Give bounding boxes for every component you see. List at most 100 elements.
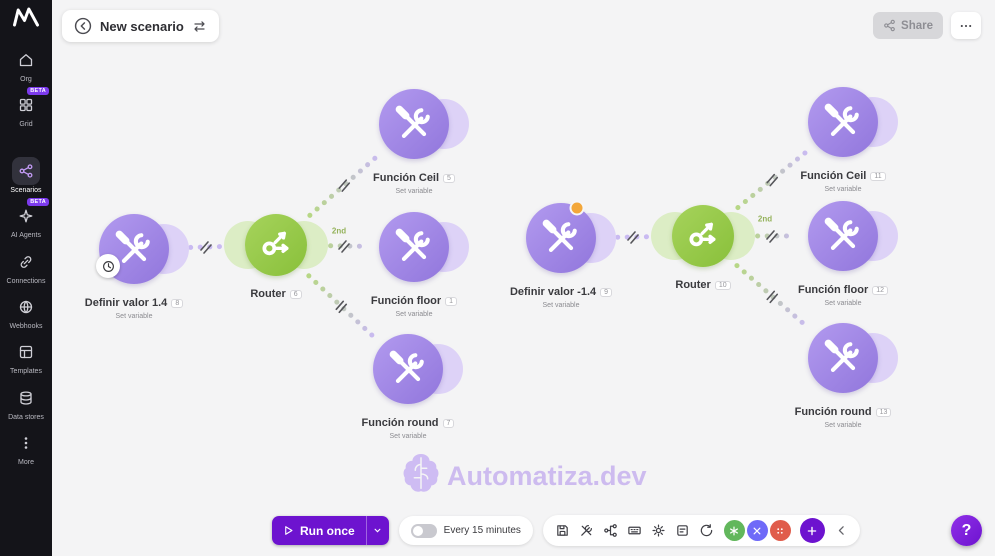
module-subtitle: Set variable: [395, 188, 433, 195]
settings-icon[interactable]: [651, 523, 666, 538]
schedule-toggle[interactable]: [410, 523, 437, 538]
tools-module-icon[interactable]: [808, 323, 878, 393]
save-icon[interactable]: [555, 523, 570, 538]
scenario-title: New scenario: [100, 18, 184, 34]
ai-agents-icon: [18, 208, 34, 224]
home-icon: [18, 52, 34, 68]
filter-wrench-icon[interactable]: [200, 241, 212, 254]
data-stores-icon: [18, 390, 34, 406]
module-name: Función Ceil: [800, 170, 867, 182]
schedule-clock-badge[interactable]: [96, 254, 120, 278]
scenarios-icon: [18, 163, 34, 179]
filter-wrench-icon[interactable]: [335, 300, 348, 314]
tools-icon[interactable]: [579, 523, 594, 538]
router-module-icon[interactable]: [672, 205, 734, 267]
module-name: Router: [250, 288, 286, 300]
tools-module-icon[interactable]: [526, 203, 596, 273]
module-number-badge: 8: [171, 299, 184, 308]
history-icon[interactable]: [699, 523, 714, 538]
module-number-badge: 6: [289, 290, 302, 299]
connections-icon: [18, 254, 34, 270]
webhooks-icon: [18, 299, 34, 315]
connection-definir-2-router-2[interactable]: [605, 234, 661, 240]
favorite-apps: [723, 520, 791, 541]
module-number-badge: 13: [875, 408, 892, 417]
module-subtitle: Set variable: [824, 422, 862, 429]
sidebar-item-label: Connections: [6, 277, 46, 285]
favorite-app-green[interactable]: [723, 520, 745, 541]
keyboard-icon[interactable]: [627, 523, 642, 538]
filter-wrench-icon[interactable]: [338, 240, 350, 253]
more-options-button[interactable]: [951, 12, 981, 39]
run-once-button[interactable]: Run once: [272, 516, 389, 545]
flow-icon[interactable]: [603, 523, 618, 538]
favorite-app-purple[interactable]: [746, 520, 768, 541]
connections-layer: [178, 149, 811, 340]
favorite-app-red[interactable]: [769, 520, 791, 541]
connection-router-1-ceil-1[interactable]: [307, 152, 382, 218]
tools-module-icon[interactable]: [808, 87, 878, 157]
back-button[interactable]: [74, 17, 92, 35]
sidebar-item-label: Scenarios: [10, 186, 42, 194]
connection-router-2-round-2[interactable]: [734, 263, 811, 330]
module-number-badge: 9: [600, 288, 613, 297]
tools-module-icon[interactable]: [379, 212, 449, 282]
sidebar-item-webhooks[interactable]: Webhooks: [0, 293, 52, 331]
module-name: Definir valor 1.4: [84, 297, 168, 309]
module-subtitle: Set variable: [824, 300, 862, 307]
notes-icon[interactable]: [675, 523, 690, 538]
filter-wrench-icon[interactable]: [766, 173, 779, 187]
sidebar-item-connections[interactable]: Connections: [0, 248, 52, 286]
brain-icon: [402, 452, 440, 501]
make-logo[interactable]: [12, 7, 40, 32]
sidebar-item-scenarios[interactable]: Scenarios: [0, 156, 52, 195]
module-name: Función floor: [797, 284, 869, 296]
share-button[interactable]: Share: [873, 12, 943, 39]
beta-badge: BETA: [27, 198, 49, 207]
route-order-label: 2nd: [331, 226, 347, 236]
bottom-toolbar: Run once Every 15 minutes: [272, 515, 860, 546]
filter-wrench-icon[interactable]: [627, 231, 639, 244]
plus-icon: [808, 526, 817, 535]
assistant-button[interactable]: ?: [951, 515, 982, 546]
connection-router-1-floor-1[interactable]: [318, 243, 370, 249]
module-subtitle: Set variable: [395, 311, 433, 318]
filter-wrench-icon[interactable]: [766, 230, 778, 243]
schedule-control[interactable]: Every 15 minutes: [398, 516, 533, 545]
tools-module-icon[interactable]: [808, 201, 878, 271]
filter-wrench-icon[interactable]: [766, 290, 779, 304]
templates-icon: [18, 344, 34, 360]
module-subtitle: Set variable: [389, 433, 427, 440]
sidebar-item-org[interactable]: Org: [0, 46, 52, 84]
route-order-label: 2nd: [757, 214, 773, 224]
collapse-chevron[interactable]: [835, 524, 848, 537]
sidebar-item-label: Webhooks: [9, 322, 43, 330]
module-name: Función Ceil: [373, 172, 440, 184]
filter-wrench-icon[interactable]: [338, 179, 351, 192]
add-module-button[interactable]: [799, 518, 825, 543]
sidebar-item-data-stores[interactable]: Data stores: [0, 384, 52, 422]
module-subtitle: Set variable: [115, 313, 153, 320]
tools-module-icon[interactable]: [373, 334, 443, 404]
sidebar-item-label: Data stores: [8, 413, 44, 421]
sidebar-item-more[interactable]: More: [0, 429, 52, 467]
schedule-label: Every 15 minutes: [443, 525, 521, 536]
sidebar-item-label: Grid: [19, 121, 33, 129]
swap-arrows-icon[interactable]: [192, 19, 207, 34]
run-options-chevron[interactable]: [365, 516, 389, 545]
router-module-icon[interactable]: [245, 214, 307, 276]
module-subtitle: Set variable: [824, 186, 862, 193]
connection-definir-1-router-1[interactable]: [178, 243, 234, 251]
tools-module-icon[interactable]: [379, 89, 449, 159]
sidebar-item-templates[interactable]: Templates: [0, 338, 52, 376]
